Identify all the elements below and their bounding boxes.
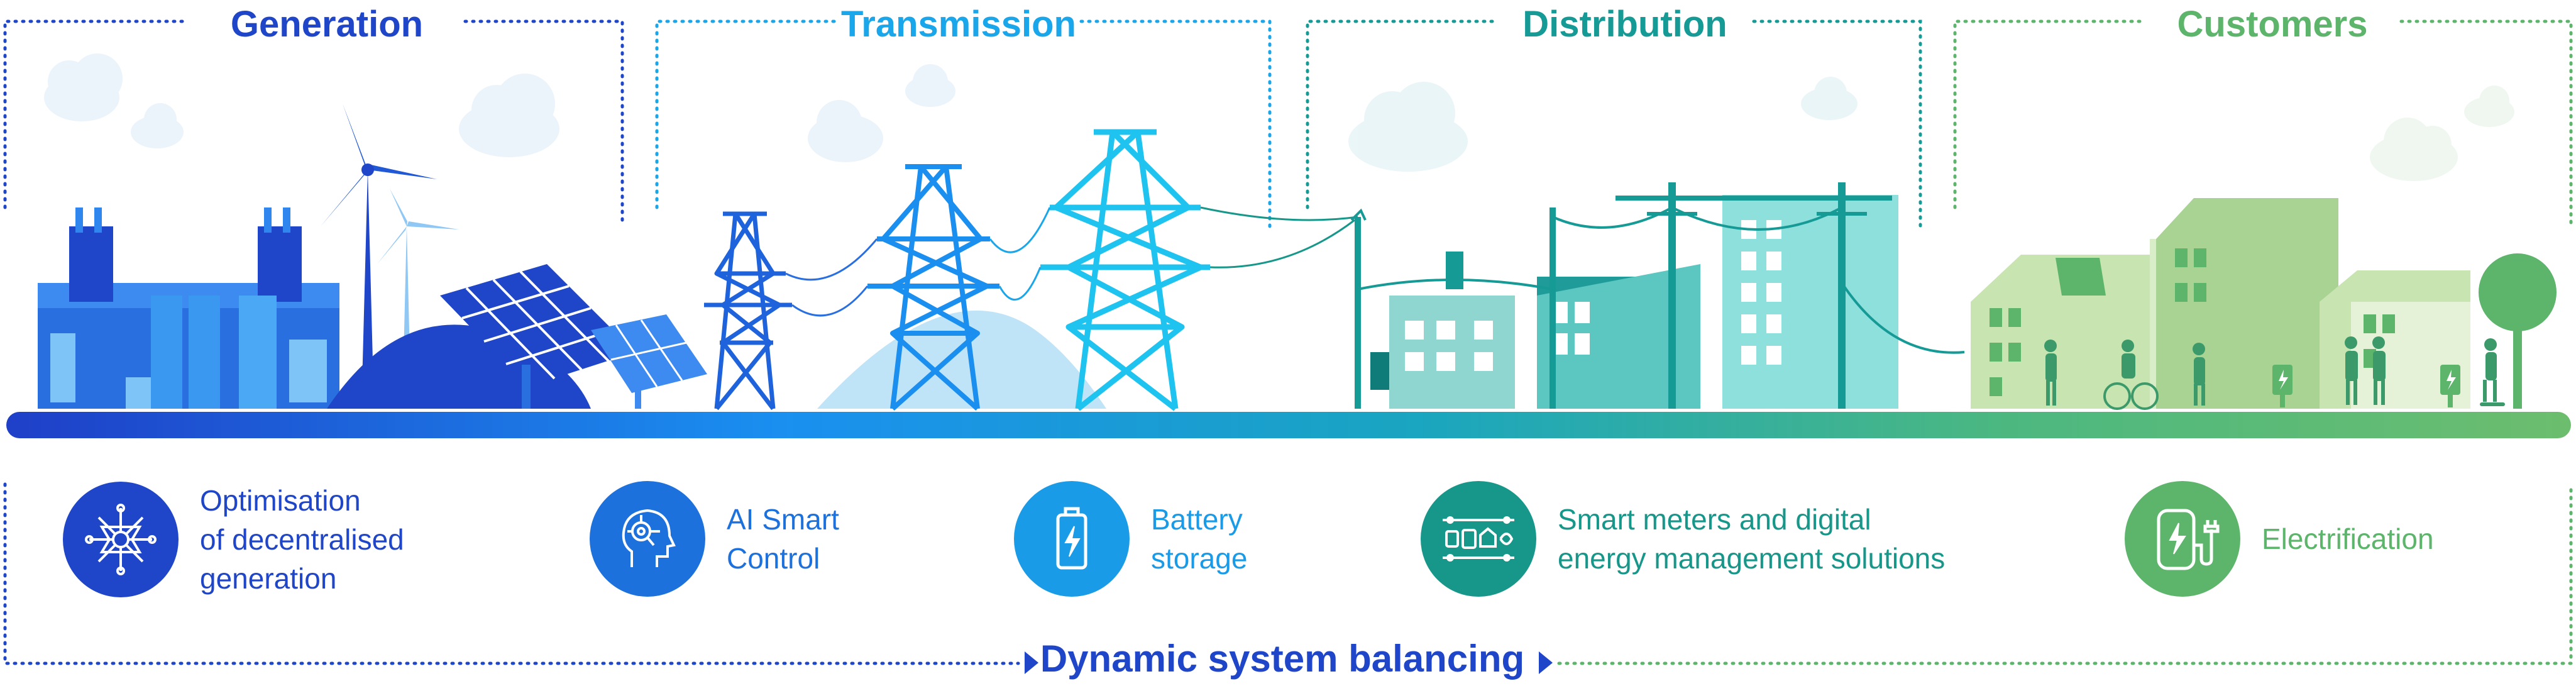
stage-title-customers: Customers bbox=[2177, 4, 2368, 45]
people bbox=[2044, 336, 2505, 410]
feature-label: AI Smart Control bbox=[727, 503, 839, 575]
feature-battery-storage: Battery storage bbox=[1014, 481, 1247, 597]
feature-smart-meters: Smart meters and digital energy manageme… bbox=[1421, 481, 1945, 597]
solar-panels bbox=[440, 264, 707, 409]
feature-decentralised-generation: Optimisation of decentralised generation bbox=[63, 481, 404, 598]
distribution-buildings bbox=[1389, 195, 1898, 409]
ai-head-icon bbox=[590, 481, 705, 597]
balancing-arrows bbox=[1025, 651, 1553, 674]
transmission-hill bbox=[817, 310, 1106, 409]
ev-chargers bbox=[2272, 365, 2460, 407]
transmission-towers bbox=[704, 129, 1358, 411]
distribution-poles bbox=[1350, 182, 1965, 409]
ground-bar bbox=[6, 412, 2571, 438]
stage-title-distribution: Distribution bbox=[1522, 4, 1727, 45]
feature-label: Electrification bbox=[2262, 523, 2434, 555]
feature-electrification: Electrification bbox=[2125, 481, 2434, 597]
feature-ai-smart-control: AI Smart Control bbox=[590, 481, 839, 597]
wind-turbines bbox=[321, 104, 459, 409]
feature-label: Smart meters and digital energy manageme… bbox=[1558, 503, 1946, 575]
stage-title-generation: Generation bbox=[230, 4, 424, 45]
power-plant bbox=[38, 207, 339, 409]
smart-meter-icon bbox=[1421, 481, 1536, 597]
dynamic-system-balancing-label: Dynamic system balancing bbox=[1040, 638, 1525, 680]
feature-label: Battery storage bbox=[1151, 503, 1248, 575]
battery-icon bbox=[1014, 481, 1130, 597]
ev-charger-icon bbox=[2125, 481, 2240, 597]
stage-brackets bbox=[3, 19, 2573, 665]
clouds bbox=[44, 53, 2514, 181]
customer-houses bbox=[1971, 198, 2557, 409]
stage-title-transmission: Transmission bbox=[841, 4, 1076, 45]
feature-label: Optimisation of decentralised generation bbox=[200, 484, 404, 595]
decentralised-network-icon bbox=[63, 482, 179, 597]
